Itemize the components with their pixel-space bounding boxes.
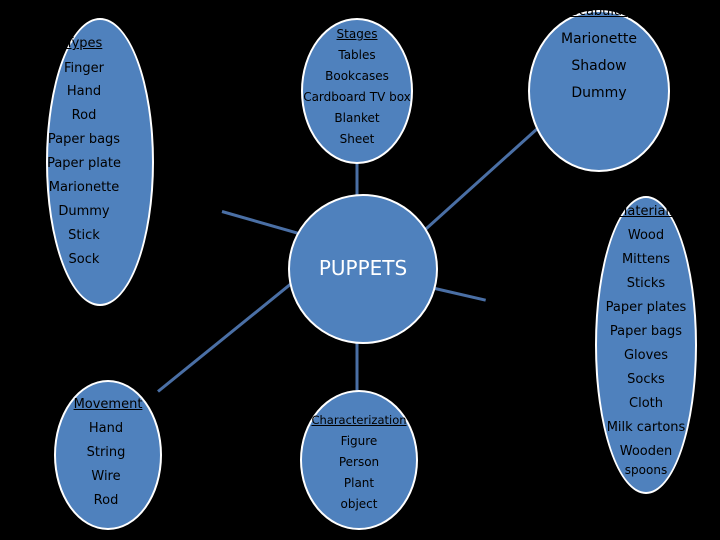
vocabulary-bubble — [528, 10, 670, 172]
materials-item: Wood — [627, 228, 665, 243]
characterization-item: Plant — [343, 476, 375, 490]
characterization-item: Figure — [340, 434, 378, 448]
materials-item: Cloth — [629, 396, 663, 411]
puppets-center-bubble — [288, 194, 438, 344]
stages-heading: Stages — [336, 27, 378, 41]
stages-bubble — [301, 18, 413, 164]
characterization-item: object — [340, 497, 378, 511]
characterization-bubble — [300, 390, 418, 530]
vocabulary-item: Marionette — [561, 31, 637, 47]
vocabulary-heading: Vocabulary — [562, 4, 636, 19]
types-heading: Types — [65, 36, 103, 51]
movement-item: Hand — [88, 421, 124, 436]
materials-item: Gloves — [623, 348, 669, 363]
movement-item: Wire — [91, 469, 121, 484]
materials-item: Paper plates — [605, 300, 687, 315]
types-bubble — [46, 18, 154, 306]
types-item: Sock — [68, 252, 100, 267]
types-item: Paper bags — [47, 132, 121, 147]
connector-line-movement — [157, 277, 299, 393]
stages-item: Tables — [338, 48, 376, 62]
types-item: Hand — [66, 84, 102, 99]
materials-item: Sticks — [626, 276, 666, 291]
connector-line-materials — [434, 287, 487, 302]
characterization-heading: Characterization — [311, 413, 407, 427]
materials-item: Milk cartons — [606, 420, 686, 435]
types-item: Stick — [68, 228, 100, 243]
movement-heading: Movement — [73, 397, 143, 412]
stages-item: Sheet — [339, 132, 375, 146]
materials-item: Socks — [627, 372, 665, 387]
materials-item: spoons — [624, 463, 668, 477]
types-item: Finger — [64, 61, 104, 76]
stages-item: Cardboard TV box — [303, 90, 411, 104]
vocabulary-item: Dummy — [571, 85, 627, 101]
types-item: Marionette — [48, 180, 120, 195]
stages-item: Bookcases — [325, 69, 389, 83]
connector-line-types — [221, 210, 302, 236]
stages-item: Blanket — [334, 111, 380, 125]
types-item: Paper plate — [47, 156, 121, 171]
types-item: Rod — [71, 108, 97, 123]
movement-item: Rod — [93, 493, 119, 508]
vocabulary-item: Shadow — [571, 58, 627, 74]
materials-item: Mittens — [621, 252, 671, 267]
materials-item: Paper bags — [609, 324, 683, 339]
characterization-item: Person — [338, 455, 380, 469]
materials-heading: Materials — [616, 204, 676, 219]
center-title: PUPPETS — [318, 256, 408, 280]
movement-bubble — [54, 380, 162, 530]
materials-bubble — [595, 196, 697, 494]
movement-item: String — [86, 445, 126, 460]
materials-item: Wooden — [619, 444, 673, 459]
types-item: Dummy — [58, 204, 110, 219]
